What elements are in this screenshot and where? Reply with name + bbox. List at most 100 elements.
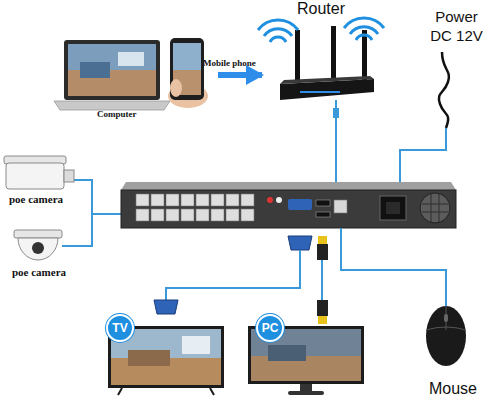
tv-sofa — [128, 350, 170, 366]
nvr-recorder — [121, 182, 456, 228]
laptop-lid — [64, 40, 160, 100]
power-cord — [439, 52, 449, 128]
lan-port — [334, 200, 347, 213]
monitor-neck — [300, 384, 312, 391]
rj45-port — [166, 209, 179, 221]
vga-cable — [166, 250, 300, 300]
rj45-port — [181, 194, 194, 206]
fan — [420, 193, 450, 223]
camera-label: poe camera — [4, 266, 74, 278]
badge-label: PC — [256, 314, 284, 342]
bullet-camera — [4, 156, 74, 189]
audio-jack — [267, 197, 273, 203]
rj45-port — [166, 194, 179, 206]
laptop-screen — [68, 44, 156, 96]
wifi-arc — [356, 35, 372, 40]
camera-mount — [64, 170, 74, 182]
wifi-arc — [344, 18, 384, 28]
node-label: Mouse — [418, 380, 488, 398]
monitor-stand — [288, 391, 324, 395]
phone-illustration — [168, 38, 208, 108]
connector-group — [218, 75, 262, 76]
dome-camera — [14, 230, 62, 260]
laptop-illustration — [54, 40, 170, 110]
wifi-arc — [264, 29, 292, 36]
rj45-port — [136, 194, 149, 206]
rj45-port — [226, 194, 239, 206]
rj45-port — [226, 209, 239, 221]
hdmi-plug — [317, 300, 328, 316]
device-label: Mobile phone — [203, 59, 273, 69]
power-socket-inner — [386, 202, 400, 214]
rj45-port — [211, 209, 224, 221]
mouse-cable — [341, 228, 446, 306]
mouse-body — [426, 306, 466, 366]
badge-label: TV — [106, 314, 134, 342]
mouse-buttons — [426, 306, 466, 330]
nvr-front — [121, 190, 456, 228]
thumb — [170, 79, 182, 97]
hdmi-cable — [321, 260, 323, 300]
antenna — [362, 30, 367, 80]
phone-body — [170, 38, 204, 100]
wifi-arc — [350, 27, 378, 34]
rj45-port — [136, 209, 149, 221]
flow-arrow — [218, 72, 262, 78]
node-label: Power DC 12V — [425, 8, 488, 46]
rj45-port — [211, 194, 224, 206]
laptop-base — [54, 101, 170, 110]
router-node: Router — [262, 0, 380, 105]
mouse-wheel — [444, 314, 448, 322]
mouse-node: Mouse — [418, 298, 488, 404]
client-devices-node: Mobile phoneComputer — [60, 36, 218, 114]
audio-jack — [276, 197, 282, 203]
router-top — [280, 76, 374, 84]
vga-plug — [288, 236, 312, 250]
wifi-arc — [270, 37, 286, 42]
rj45-port — [151, 209, 164, 221]
camera-body — [6, 163, 64, 189]
device-label: Computer — [97, 110, 157, 120]
tv-feet — [118, 388, 214, 395]
vga-plug — [154, 300, 178, 314]
antenna — [331, 26, 336, 80]
poe-ports — [136, 194, 254, 221]
usb-port — [316, 212, 330, 217]
display-node: PC — [244, 314, 368, 398]
tv-window — [182, 336, 210, 354]
hdmi-plug-tip — [318, 316, 327, 324]
rj45-port — [241, 209, 254, 221]
router-leds — [300, 91, 340, 93]
fan-grille — [422, 194, 448, 222]
rj45-port — [241, 194, 254, 206]
power-socket — [380, 196, 406, 220]
camera-node: poe camera — [0, 150, 78, 208]
rj45-port — [196, 209, 209, 221]
vga-port — [288, 199, 312, 210]
nvr-top — [121, 182, 456, 190]
rj45-port — [181, 209, 194, 221]
screen-window — [118, 52, 144, 66]
rj45-plug — [333, 108, 339, 118]
router-illustration — [258, 18, 384, 100]
node-label: Router — [262, 0, 380, 18]
hdmi-plug-tip — [318, 236, 327, 244]
camera-node: poe camera — [4, 225, 74, 281]
hdmi-port — [316, 200, 330, 206]
rj45-port — [196, 194, 209, 206]
dome-cover — [18, 238, 58, 260]
monitor-sofa — [268, 345, 306, 361]
dome-base — [14, 230, 62, 238]
rj45-port — [151, 194, 164, 206]
camera-wire — [62, 214, 92, 246]
mouse-illustration — [426, 306, 466, 366]
display-node: TV — [104, 314, 228, 398]
camera-label: poe camera — [0, 193, 72, 205]
hdmi-plug — [317, 244, 328, 260]
antenna — [295, 30, 300, 82]
screen-sofa — [80, 62, 110, 78]
power-node: Power DC 12V — [425, 8, 488, 53]
